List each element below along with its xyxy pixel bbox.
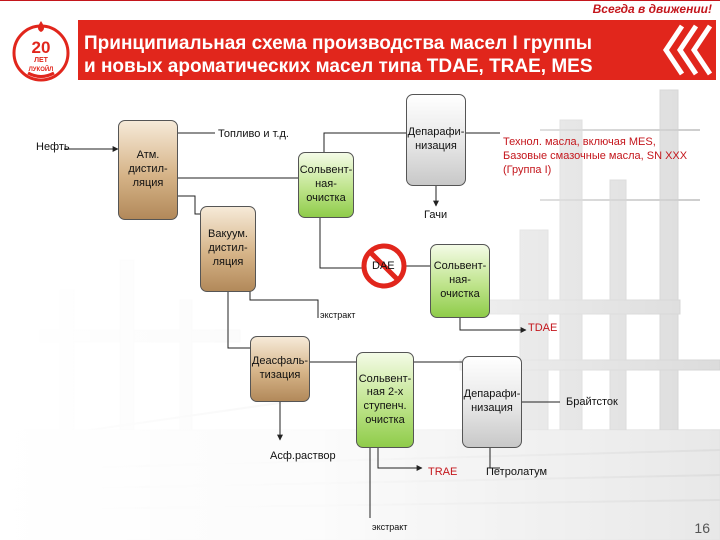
products-label: Технол. масла, включая MES, Базовые смаз…: [503, 136, 688, 176]
petrolatum-label: Петролатум: [486, 466, 548, 478]
brightstock-label: Брайтсток: [566, 396, 618, 408]
gachi-label: Гачи: [424, 209, 448, 221]
logo-number: 20: [32, 38, 51, 57]
slide-title-line-2: и новых ароматических масел типа TDAE, T…: [84, 56, 593, 77]
dae-label: DAE: [372, 260, 395, 272]
top-accent-line: [0, 0, 720, 1]
solvent-cleaning-2-box: Сольвент- ная- очистка: [430, 244, 490, 318]
page-number: 16: [694, 520, 710, 536]
slide-title-line-1: Принципиальная схема производства масел …: [84, 33, 593, 54]
lukoil-20-years-logo: 20 ЛЕТ ЛУКОЙЛ: [12, 21, 70, 82]
extract-2-label: экстракт: [372, 522, 408, 532]
ban-sign-icon: [361, 243, 407, 289]
vacuum-distillation-box: Вакуум. дистил- ляция: [200, 206, 256, 292]
solvent-cleaning-1-box: Сольвент- ная- очистка: [298, 152, 354, 218]
atm-distillation-box: Атм. дистил- ляция: [118, 120, 178, 220]
tdae-label: TDAE: [528, 322, 558, 334]
asphalt-solution-label: Асф.раствор: [270, 450, 336, 462]
dewaxing-2-box: Депарафи- низация: [462, 356, 522, 448]
trae-label: TRAE: [428, 466, 458, 478]
chevrons-decoration: [652, 20, 716, 80]
tagline: Всегда в движении!: [592, 2, 712, 16]
deasphalting-box: Деасфаль- тизация: [250, 336, 310, 402]
logo-word: ЛЕТ: [34, 57, 49, 64]
title-bar: [78, 20, 652, 80]
solvent-cleaning-2-stage-box: Сольвент- ная 2-х ступенч. очистка: [356, 352, 414, 448]
oil-label: Нефть: [36, 141, 70, 153]
logo-brand: ЛУКОЙЛ: [29, 65, 54, 73]
extract-1-label: экстракт: [320, 310, 356, 320]
fuel-label: Топливо и т.д.: [218, 128, 289, 140]
dewaxing-1-box: Депарафи- низация: [406, 94, 466, 186]
